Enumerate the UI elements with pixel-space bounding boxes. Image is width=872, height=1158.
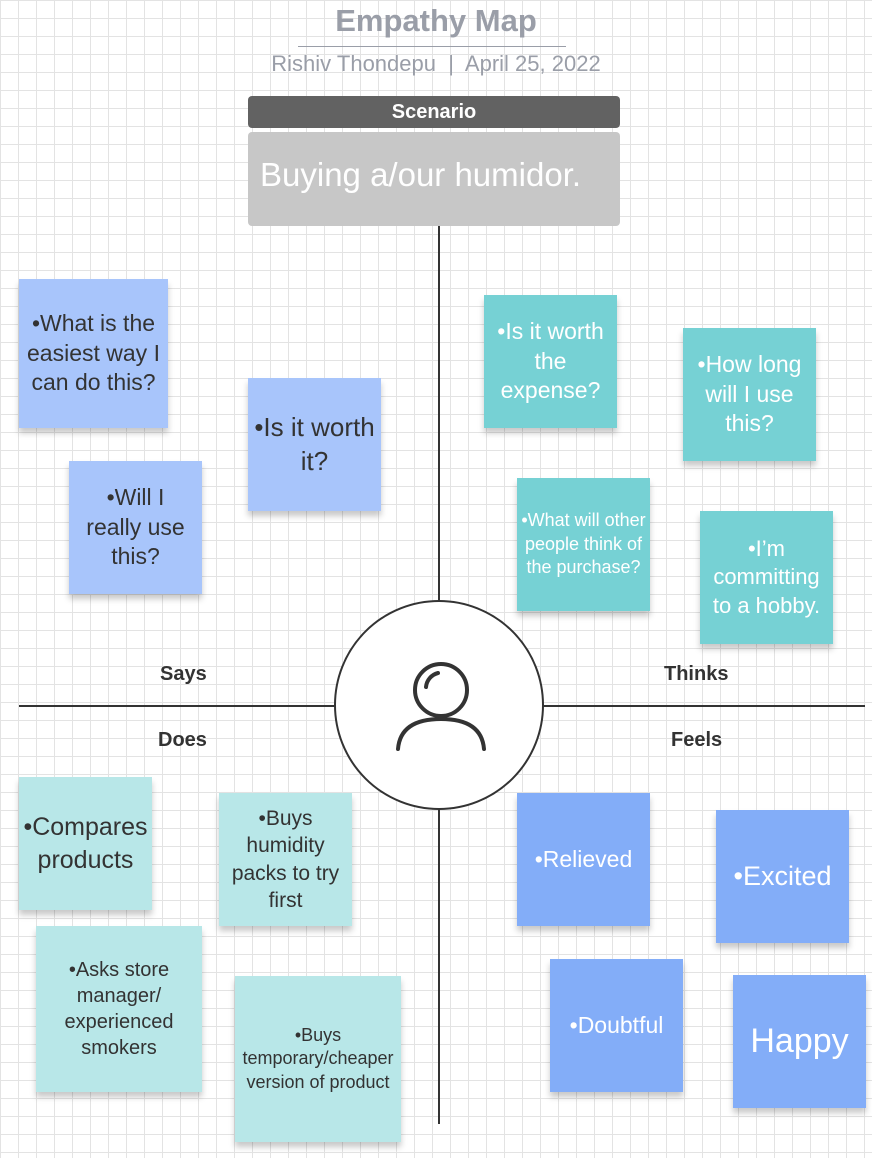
note-text: •Asks store manager/ experienced smokers bbox=[64, 959, 174, 1059]
says-label: Says bbox=[160, 663, 207, 685]
horizontal-axis-left bbox=[19, 705, 335, 707]
feels-sticky-note[interactable]: •Excited bbox=[716, 810, 849, 943]
feels-sticky-note[interactable]: Happy bbox=[733, 975, 866, 1108]
note-text: •Compares products bbox=[23, 813, 148, 874]
note-text: •What is the easiest way I can do this? bbox=[27, 309, 160, 396]
note-text: •Is it worth it? bbox=[254, 411, 375, 476]
does-sticky-note[interactable]: •Buys temporary/cheaper version of produ… bbox=[235, 976, 401, 1142]
thinks-label: Thinks bbox=[664, 663, 729, 685]
does-sticky-note[interactable]: •Compares products bbox=[19, 777, 152, 910]
note-text: •What will other people think of the pur… bbox=[521, 510, 646, 578]
note-text: •Excited bbox=[733, 860, 832, 891]
note-text: Happy bbox=[750, 1022, 849, 1061]
page-subtitle: Rishiv Thondepu | April 25, 2022 bbox=[271, 51, 601, 76]
page-title: Empathy Map bbox=[335, 3, 537, 38]
does-label: Does bbox=[158, 729, 207, 751]
note-text: •How long will I use this? bbox=[697, 350, 802, 437]
note-text: •Buys humidity packs to try first bbox=[231, 806, 340, 912]
person-icon bbox=[396, 662, 486, 751]
does-sticky-note[interactable]: •Asks store manager/ experienced smokers bbox=[36, 926, 202, 1092]
note-text: •I’m committing to a hobby. bbox=[712, 535, 821, 618]
vertical-axis-top bbox=[438, 226, 440, 602]
scenario-text: Buying a/our humidor. bbox=[260, 156, 582, 193]
feels-label: Feels bbox=[671, 729, 723, 751]
note-text: •Doubtful bbox=[569, 1011, 664, 1038]
says-sticky-note[interactable]: •Is it worth it? bbox=[248, 378, 381, 511]
note-text: •Will I really use this? bbox=[86, 483, 185, 570]
vertical-axis-bottom bbox=[438, 808, 440, 1124]
feels-sticky-note[interactable]: •Relieved bbox=[517, 793, 650, 926]
says-sticky-note[interactable]: •What is the easiest way I can do this? bbox=[19, 279, 168, 428]
scenario-header: Scenario bbox=[248, 96, 620, 128]
says-sticky-note[interactable]: •Will I really use this? bbox=[69, 461, 202, 594]
thinks-sticky-note[interactable]: •What will other people think of the pur… bbox=[517, 478, 650, 611]
thinks-sticky-note[interactable]: •How long will I use this? bbox=[683, 328, 816, 461]
thinks-sticky-note[interactable]: •Is it worth the expense? bbox=[484, 295, 617, 428]
feels-sticky-note[interactable]: •Doubtful bbox=[550, 959, 683, 1092]
center-circle bbox=[334, 600, 544, 810]
does-sticky-note[interactable]: •Buys humidity packs to try first bbox=[219, 793, 352, 926]
note-text: •Relieved bbox=[534, 845, 633, 872]
note-text: •Buys temporary/cheaper version of produ… bbox=[242, 1024, 394, 1092]
note-text: •Is it worth the expense? bbox=[497, 317, 604, 404]
scenario-box[interactable]: Buying a/our humidor. bbox=[248, 132, 620, 226]
title-divider bbox=[298, 46, 566, 47]
horizontal-axis-right bbox=[542, 705, 865, 707]
thinks-sticky-note[interactable]: •I’m committing to a hobby. bbox=[700, 511, 833, 644]
